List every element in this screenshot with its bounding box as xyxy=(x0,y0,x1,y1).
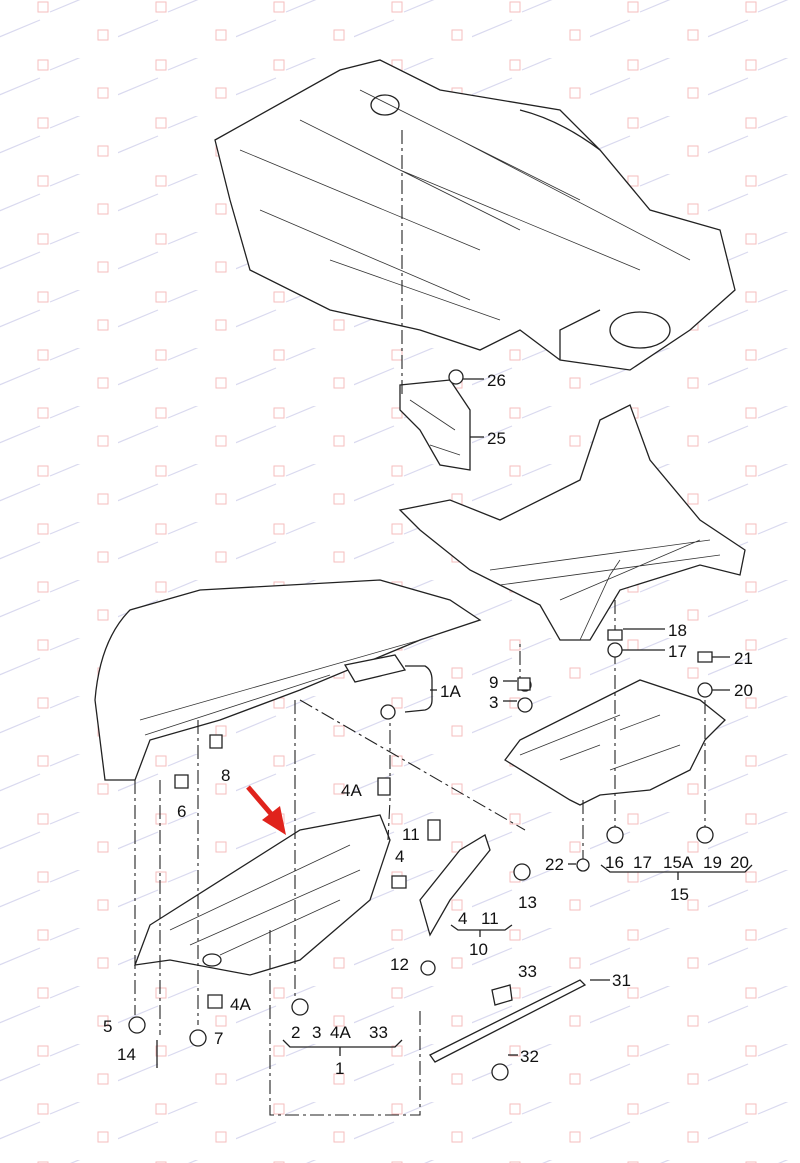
callout-20: 20 xyxy=(734,681,753,700)
callout-13: 13 xyxy=(518,893,537,912)
part-26-nut xyxy=(448,369,464,385)
callout-20: 20 xyxy=(730,853,749,872)
callout-26: 26 xyxy=(487,371,506,390)
callout-4A: 4A xyxy=(341,781,362,800)
part-33-clip xyxy=(491,984,513,1006)
callout-15A: 15A xyxy=(663,853,694,872)
callout-16: 16 xyxy=(605,853,624,872)
fasteners xyxy=(128,629,714,1081)
callout-9: 9 xyxy=(489,673,498,692)
front-bumper xyxy=(94,579,482,781)
callout-1A: 1A xyxy=(440,682,461,701)
callout-5: 5 xyxy=(103,1017,112,1036)
callout-labels: 26 25 18 17 21 20 9 3 1A 8 6 4A 11 4 13 … xyxy=(103,371,753,1078)
vehicle-body-floor xyxy=(214,59,736,371)
highlight-arrow xyxy=(246,785,286,835)
callout-17: 17 xyxy=(633,853,652,872)
part-1A-panel xyxy=(343,654,407,683)
callout-12: 12 xyxy=(390,955,409,974)
callout-14: 14 xyxy=(117,1045,136,1064)
callout-33: 33 xyxy=(518,962,537,981)
callout-18: 18 xyxy=(668,621,687,640)
callout-1: 1 xyxy=(335,1059,344,1078)
callout-22: 22 xyxy=(545,855,564,874)
callout-7: 7 xyxy=(214,1029,223,1048)
callout-4A: 4A xyxy=(230,995,251,1014)
callout-25: 25 xyxy=(487,429,506,448)
callout-15: 15 xyxy=(670,885,689,904)
callout-leaders xyxy=(282,378,753,1056)
leader-lines xyxy=(134,130,706,1116)
callout-32: 32 xyxy=(520,1047,539,1066)
callout-11: 11 xyxy=(481,909,499,928)
callout-21: 21 xyxy=(734,649,753,668)
callout-4: 4 xyxy=(458,909,467,928)
callout-17: 17 xyxy=(668,642,687,661)
part-15A-undertray xyxy=(504,679,726,806)
subframe xyxy=(398,404,746,641)
callout-3: 3 xyxy=(312,1023,321,1042)
callout-3: 3 xyxy=(489,693,498,712)
callout-8: 8 xyxy=(221,766,230,785)
callout-4: 4 xyxy=(395,847,404,866)
part-25-bracket xyxy=(399,369,471,471)
part-1-underbody-panel xyxy=(134,814,391,976)
callout-11: 11 xyxy=(402,825,420,844)
callout-4A: 4A xyxy=(330,1023,351,1042)
part-31-strip xyxy=(429,979,587,1063)
callout-10: 10 xyxy=(469,940,488,959)
callout-19: 19 xyxy=(703,853,722,872)
part-10-bracket xyxy=(419,834,491,937)
callout-33: 33 xyxy=(369,1023,388,1042)
callout-6: 6 xyxy=(177,802,186,821)
callout-2: 2 xyxy=(291,1023,300,1042)
callout-31: 31 xyxy=(612,971,631,990)
